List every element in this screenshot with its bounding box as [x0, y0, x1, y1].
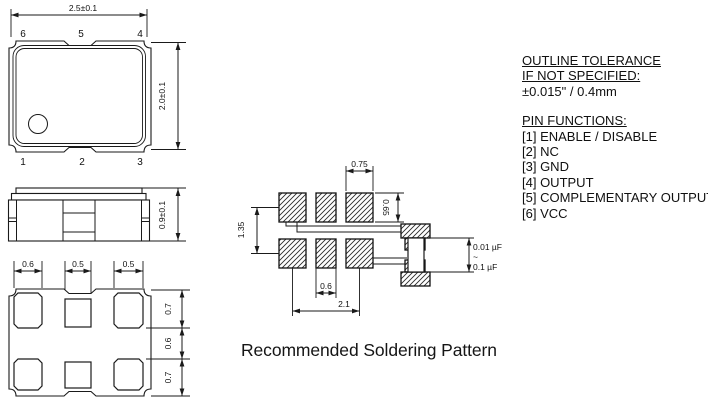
tolerance-subtitle: IF NOT SPECIFIED: [522, 68, 641, 84]
extension-lines [345, 166, 374, 191]
end-terminal-lines [8, 200, 150, 241]
pin-number-6: 6 [20, 29, 26, 40]
dim-label-row-gap: 0.6 [163, 337, 173, 349]
pin-function-6: [6] VCC [522, 205, 568, 221]
pin-function-5: [5] COMPLEMENTARY OUTPUT [522, 190, 708, 206]
dim-label-left-pad-width: 0.6 [22, 259, 34, 269]
dim-label-row2-height: 0.7 [163, 371, 173, 383]
capacitor-value-max: 0.1 µF [473, 262, 497, 272]
dim-label-pad-span: 2.1 [338, 299, 350, 309]
terminal-pad-4 [113, 292, 144, 329]
terminal-pad-2 [64, 361, 92, 389]
extension-lines [13, 261, 144, 296]
capacitor-range-tilde: ~ [473, 252, 478, 262]
dim-label-right-pad-width: 0.5 [123, 259, 135, 269]
terminal-pad-1 [13, 358, 43, 391]
pin-number-4: 4 [137, 29, 143, 40]
capacitor-value-min: 0.01 µF [473, 242, 502, 252]
pin-number-3: 3 [137, 157, 143, 168]
gnd-trace [373, 257, 407, 265]
side-view: 0.9±0.1 [7, 187, 186, 242]
extension-lines [251, 207, 279, 254]
lid-outline-outer [12, 45, 146, 147]
terminal-pad-5 [64, 298, 92, 328]
top-view: 2.5±0.1 6 5 4 1 2 3 2.0±0.1 [8, 3, 186, 168]
solder-pad [345, 238, 374, 269]
pin-number-1: 1 [20, 157, 26, 168]
pin-number-2: 2 [79, 157, 85, 168]
pin-function-3: [3] GND [522, 159, 569, 175]
center-pad-lines [62, 200, 96, 241]
notes-panel: OUTLINE TOLERANCE IF NOT SPECIFIED: ±0.0… [522, 53, 708, 221]
lid-base-layer [10, 192, 147, 201]
pin-number-5: 5 [78, 29, 84, 40]
solder-pad [345, 192, 374, 223]
extension-lines [292, 268, 360, 316]
extension-lines [142, 187, 186, 242]
ceramic-body [7, 199, 151, 242]
lid-top-layer [15, 187, 143, 195]
bottom-view: 0.6 0.5 0.5 0.7 0.6 0.7 [8, 259, 190, 397]
dim-label-solder-pad-width: 0.75 [351, 159, 368, 169]
soldering-pattern-caption: Recommended Soldering Pattern [241, 340, 497, 360]
extension-lines [430, 237, 474, 273]
tolerance-title: OUTLINE TOLERANCE [522, 53, 661, 68]
solder-pad [278, 192, 307, 223]
dim-label-solder-pad-height: 0.65 [381, 199, 391, 216]
dim-label-center-solder-pad: 0.6 [320, 281, 332, 291]
pin-function-1: [1] ENABLE / DISABLE [522, 128, 658, 144]
pin-function-2: [2] NC [522, 144, 559, 160]
dim-label-package-thickness: 0.9±0.1 [157, 201, 167, 230]
dim-label-row1-height: 0.7 [163, 303, 173, 315]
pin-functions-block: PIN FUNCTIONS: [1] ENABLE / DISABLE [2] … [522, 113, 708, 221]
terminal-pad-6 [13, 292, 43, 329]
vcc-trace [285, 222, 401, 233]
dim-label-package-height: 2.0±0.1 [157, 82, 167, 111]
terminal-pad-3 [113, 358, 144, 391]
dim-label-center-pad-width: 0.5 [72, 259, 84, 269]
package-outline [8, 40, 152, 153]
lid-outline-inner [15, 48, 143, 144]
soldering-pattern: 0.75 0.65 1.35 [236, 159, 502, 316]
extension-lines [146, 289, 190, 397]
capacitor-pad-bottom [400, 271, 431, 287]
capacitor-body [407, 237, 425, 273]
pin-function-4: [4] OUTPUT [522, 174, 594, 190]
solder-pad [315, 192, 337, 223]
solder-pad [278, 238, 307, 269]
pin1-marker-dot [28, 114, 48, 134]
pin-functions-title: PIN FUNCTIONS: [522, 113, 627, 129]
capacitor-pad-top [400, 223, 431, 239]
dim-label-package-width: 2.5±0.1 [69, 3, 98, 13]
tolerance-value: ±0.015" / 0.4mm [522, 83, 617, 99]
solder-pad [315, 238, 337, 269]
dim-label-row-pitch: 1.35 [236, 221, 246, 238]
